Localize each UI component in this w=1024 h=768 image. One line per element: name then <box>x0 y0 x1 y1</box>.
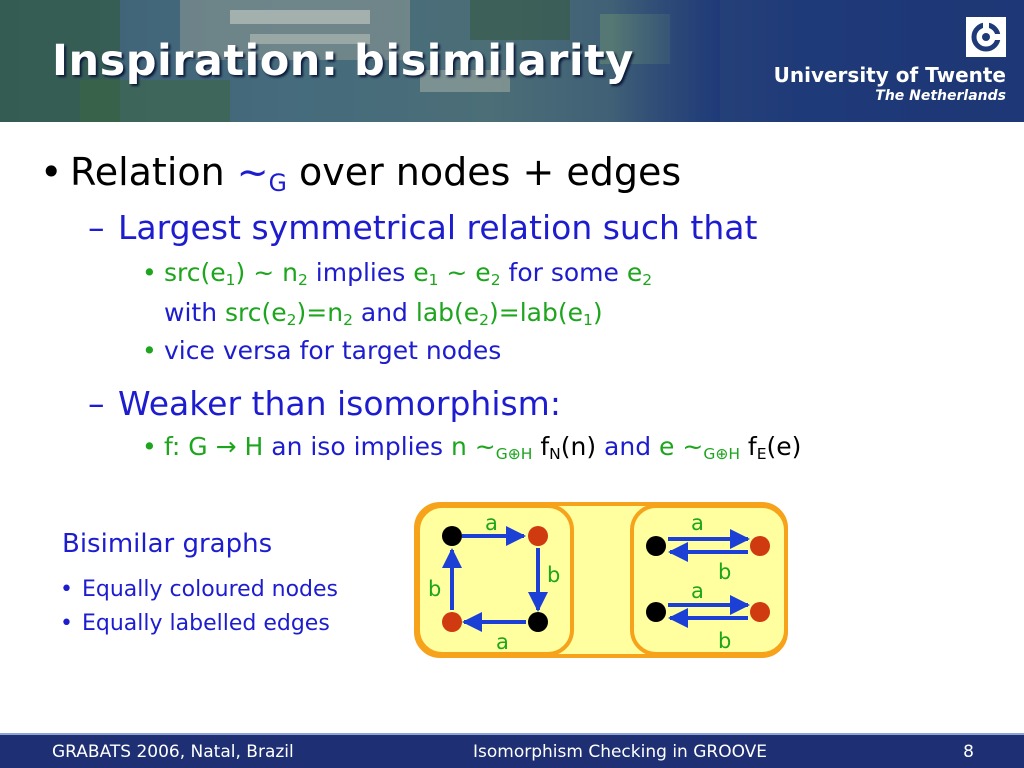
bullet-dot: • <box>142 432 157 461</box>
bisimilar-item: •Equally coloured nodes <box>60 577 339 602</box>
campus-photo <box>0 0 720 122</box>
bullet-relation: •Relation ~G over nodes + edges <box>40 150 682 197</box>
edge-label: a <box>691 579 704 603</box>
page-number: 8 <box>963 742 974 762</box>
page-title: Inspiration: bisimilarity <box>52 36 634 86</box>
edge-label: b <box>718 560 731 584</box>
bisimilar-graphs-diagram: a b b a a b a b <box>414 502 788 658</box>
edge-label: a <box>691 511 704 535</box>
sub-sub-bullet-src: •src(e1) ~ n2 implies e1 ~ e2 for some e… <box>142 258 653 289</box>
bullet-dot: • <box>142 258 157 287</box>
slide-header: Inspiration: bisimilarity University of … <box>0 0 1024 122</box>
university-country: The Netherlands <box>875 88 1006 104</box>
sub-bullet-largest-relation: –Largest symmetrical relation such that <box>88 208 758 247</box>
node-black <box>646 602 666 622</box>
university-name: University of Twente <box>773 63 1006 87</box>
node-red <box>750 602 770 622</box>
university-logo-icon <box>966 17 1006 57</box>
bisimilar-graphs-heading: Bisimilar graphs <box>62 529 273 559</box>
right-graph-box <box>630 504 788 656</box>
bullet-dot: • <box>60 611 73 636</box>
node-red <box>442 612 462 632</box>
slide-footer: GRABATS 2006, Natal, Brazil Isomorphism … <box>0 733 1024 768</box>
edge-label: a <box>485 511 498 535</box>
edge-label: b <box>547 563 560 587</box>
edge-label: b <box>718 629 731 653</box>
bullet-dot: • <box>60 577 73 602</box>
node-black <box>442 526 462 546</box>
bullet-dot: • <box>142 336 157 365</box>
node-black <box>646 536 666 556</box>
sub-bullet-weaker: –Weaker than isomorphism: <box>88 384 561 423</box>
node-red <box>750 536 770 556</box>
node-red <box>528 526 548 546</box>
sub-sub-bullet-iso: •f: G → H an iso implies n ~G⊕H fN(n) an… <box>142 432 802 463</box>
edge-label: a <box>496 630 509 654</box>
bisimilar-item: •Equally labelled edges <box>60 611 330 636</box>
footer-conference: GRABATS 2006, Natal, Brazil <box>52 742 294 762</box>
node-black <box>528 612 548 632</box>
sub-sub-bullet-with: with src(e2)=n2 and lab(e2)=lab(e1) <box>164 298 603 329</box>
dash-marker: – <box>88 208 105 247</box>
sub-sub-bullet-vice-versa: •vice versa for target nodes <box>142 336 502 365</box>
footer-talk-title: Isomorphism Checking in GROOVE <box>473 742 768 762</box>
bullet-dot: • <box>40 150 63 194</box>
dash-marker: – <box>88 384 105 423</box>
edge-label: b <box>428 577 441 601</box>
